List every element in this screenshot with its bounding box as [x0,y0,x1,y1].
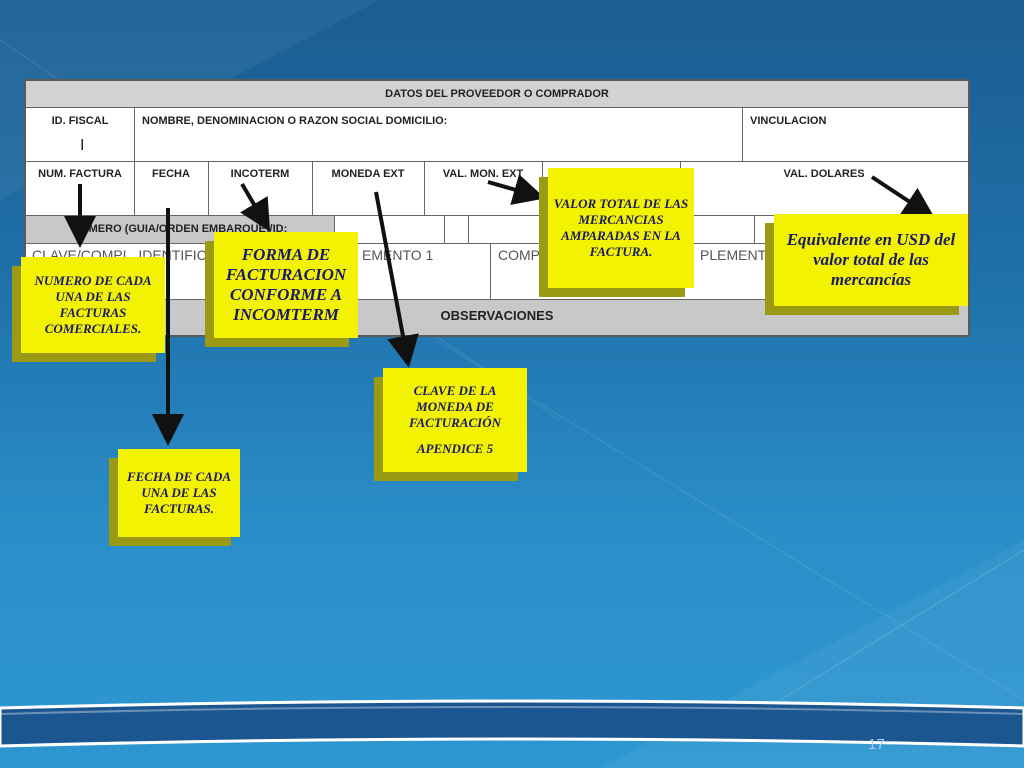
footer-band [0,699,1024,748]
nombre-label: NOMBRE, DENOMINACION O RAZON SOCIAL DOMI… [142,115,448,127]
supplier-data-form: DATOS DEL PROVEEDOR O COMPRADOR ID. FISC… [24,79,970,337]
complemento-label: PLEMENTO [700,247,777,263]
comp-label: COMP [498,247,540,263]
arrow-valor-total [487,174,546,205]
incoterm-label: INCOTERM [230,168,290,180]
note-fecha-facturas: FECHA DE CADA UNA DE LAS FACTURAS. [118,449,240,537]
val-dolares-label: VAL. DOLARES [783,168,865,180]
note-forma-facturacion: FORMA DE FACTURACION CONFORME A INCOMTER… [214,232,358,338]
arrow-incoterm [240,182,271,232]
note-equivalente-usd: Equivalente en USD del valor total de la… [774,214,968,306]
form-title: DATOS DEL PROVEEDOR O COMPRADOR [26,81,968,107]
id-fiscal-label: ID. FISCAL [51,115,109,127]
fecha-label: FECHA [152,168,190,180]
complemento-1-label: EMENTO 1 [362,247,434,263]
arrow-moneda [374,191,419,368]
num-factura-label: NUM. FACTURA [38,168,122,180]
id-fiscal-value: I [80,137,85,154]
vinculacion-label: VINCULACION [750,115,827,127]
moneda-ext-label: MONEDA EXT [331,168,405,180]
val-mon-ext-label: VAL. MON. EXT [442,168,524,180]
arrow-val-dolares [870,175,936,219]
note-clave-moneda: CLAVE DE LA MONEDA DE FACTURACIÓN APENDI… [383,368,527,472]
page-number: 17 [868,736,885,753]
note-numero-factura: NUMERO DE CADA UNA DE LAS FACTURAS COMER… [21,257,165,353]
note-valor-total: VALOR TOTAL DE LAS MERCANCIAS AMPARADAS … [548,168,694,288]
